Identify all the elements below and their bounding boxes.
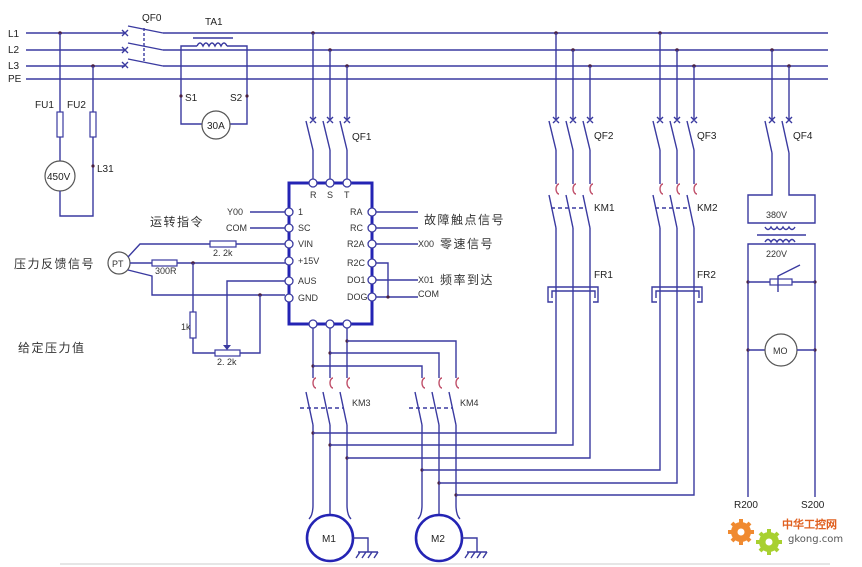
breaker-qf1: QF1 <box>305 31 372 182</box>
branch-qf3-km2-fr2: QF3 KM2 FR2 <box>651 31 718 303</box>
inverter-output-wiring <box>311 328 457 378</box>
ground-icon <box>464 551 488 559</box>
contactor-km3: KM3 <box>300 377 371 505</box>
y00-label: Y00 <box>227 207 243 217</box>
terminal-15v: +15V <box>298 256 319 266</box>
resistor-1k <box>189 311 197 339</box>
qf1-label: QF1 <box>352 132 372 143</box>
left-signal-wiring: Y00 COM 运转指令 PT 压力反馈信号 2. 2k 300R 1k 2. … <box>14 207 285 367</box>
terminal-rc: RC <box>350 223 363 233</box>
overload-fr1 <box>547 286 599 303</box>
potentiometer <box>214 349 241 357</box>
km1-label: KM1 <box>594 203 615 214</box>
fault-signal-label: 故障触点信号 <box>424 212 505 227</box>
watermark-site: gkong.com <box>788 534 843 545</box>
com-label-left: COM <box>226 223 247 233</box>
qf0-label: QF0 <box>142 13 162 24</box>
terminal-aus: AUS <box>298 276 317 286</box>
contactor-km4: KM4 <box>409 377 479 505</box>
s2-label: S2 <box>230 93 243 104</box>
resistor-2k2 <box>209 240 237 248</box>
gear-icon-orange <box>728 519 754 545</box>
fuse-fu2 <box>89 111 97 138</box>
s1-label: S1 <box>185 93 198 104</box>
potentiometer-label: 2. 2k <box>217 357 237 367</box>
fu1-label: FU1 <box>35 100 54 111</box>
terminal-gnd: GND <box>298 293 319 303</box>
bus-label-pe: PE <box>8 74 22 85</box>
pressure-setpoint-label: 给定压力值 <box>18 340 86 355</box>
freq-reached-label: 频率到达 <box>440 272 494 287</box>
ground-icon <box>355 551 379 559</box>
mo-label: MO <box>773 346 788 356</box>
terminal-dog: DOG <box>347 292 368 302</box>
km3-label: KM3 <box>352 398 371 408</box>
s200-label: S200 <box>801 500 825 511</box>
km4-label: KM4 <box>460 398 479 408</box>
fu2-label: FU2 <box>67 100 86 111</box>
transformer-primary-label: 380V <box>766 210 787 220</box>
current-transformer-ta1: TA1 S1 S2 30A <box>179 17 249 140</box>
terminal-1: 1 <box>298 207 303 217</box>
transformer-secondary-label: 220V <box>766 249 787 259</box>
ammeter <box>201 110 231 140</box>
voltmeter-label: 450V <box>47 172 71 183</box>
terminal-do1: DO1 <box>347 275 366 285</box>
m1-label: M1 <box>322 534 336 545</box>
inverter: R S T 1 SC VIN +15V AUS GND RA RC R2A R2… <box>284 178 377 329</box>
qf4-label: QF4 <box>793 131 813 142</box>
km2-label: KM2 <box>697 203 718 214</box>
main-breaker-qf0: QF0 <box>121 13 164 69</box>
run-command-label: 运转指令 <box>150 214 204 229</box>
fr2-label: FR2 <box>697 270 716 281</box>
bus-label-l3: L3 <box>8 61 20 72</box>
gear-icon-green <box>756 529 782 555</box>
voltmeter-branch: FU1 FU2 450V L31 <box>35 31 114 217</box>
x00-label: X00 <box>418 239 434 249</box>
wiper-arrow-icon <box>223 345 231 350</box>
terminal-sc: SC <box>298 223 311 233</box>
r200-label: R200 <box>734 500 758 511</box>
terminal-r2c: R2C <box>347 258 366 268</box>
l31-label: L31 <box>97 164 114 175</box>
terminal-vin: VIN <box>298 239 313 249</box>
fuse-fu1 <box>56 111 64 138</box>
terminal-r: R <box>310 190 317 200</box>
zero-speed-label: 零速信号 <box>440 237 494 251</box>
bus-label-l2: L2 <box>8 45 20 56</box>
terminal-t: T <box>344 190 350 200</box>
terminal-s: S <box>327 190 333 200</box>
ta1-label: TA1 <box>205 17 223 28</box>
resistor-2k2-label: 2. 2k <box>213 248 233 258</box>
fr1-label: FR1 <box>594 270 613 281</box>
resistor-1k-label: 1k <box>181 322 191 332</box>
pressure-feedback-label: 压力反馈信号 <box>14 257 95 271</box>
bus-label-l1: L1 <box>8 29 20 40</box>
bypass-wiring <box>311 302 695 497</box>
branch-qf2-km1-fr1: QF2 KM1 FR1 <box>547 31 615 303</box>
ammeter-label: 30A <box>207 121 225 132</box>
x01-label: X01 <box>418 275 434 285</box>
motor-m2: M2 <box>414 504 488 563</box>
terminal-ra: RA <box>350 207 363 217</box>
resistor-300r-label: 300R <box>155 266 177 276</box>
watermark: 中华工控网 gkong.com <box>728 517 843 555</box>
m2-label: M2 <box>431 534 445 545</box>
power-bus: L1 L2 L3 PE <box>8 29 828 85</box>
qf3-label: QF3 <box>697 131 717 142</box>
pt-label: PT <box>112 259 124 269</box>
qf2-label: QF2 <box>594 131 614 142</box>
right-signal-wiring: 故障触点信号 X00 零速信号 X01 频率到达 COM <box>376 211 505 299</box>
terminal-r2a: R2A <box>347 239 365 249</box>
thermistor <box>769 278 793 286</box>
com-label-right: COM <box>418 289 439 299</box>
watermark-brand: 中华工控网 <box>782 517 837 531</box>
motor-m1: M1 <box>305 504 379 563</box>
control-circuit: QF4 380V 220V MO R200 S200 <box>734 48 825 511</box>
overload-fr2 <box>651 286 703 303</box>
